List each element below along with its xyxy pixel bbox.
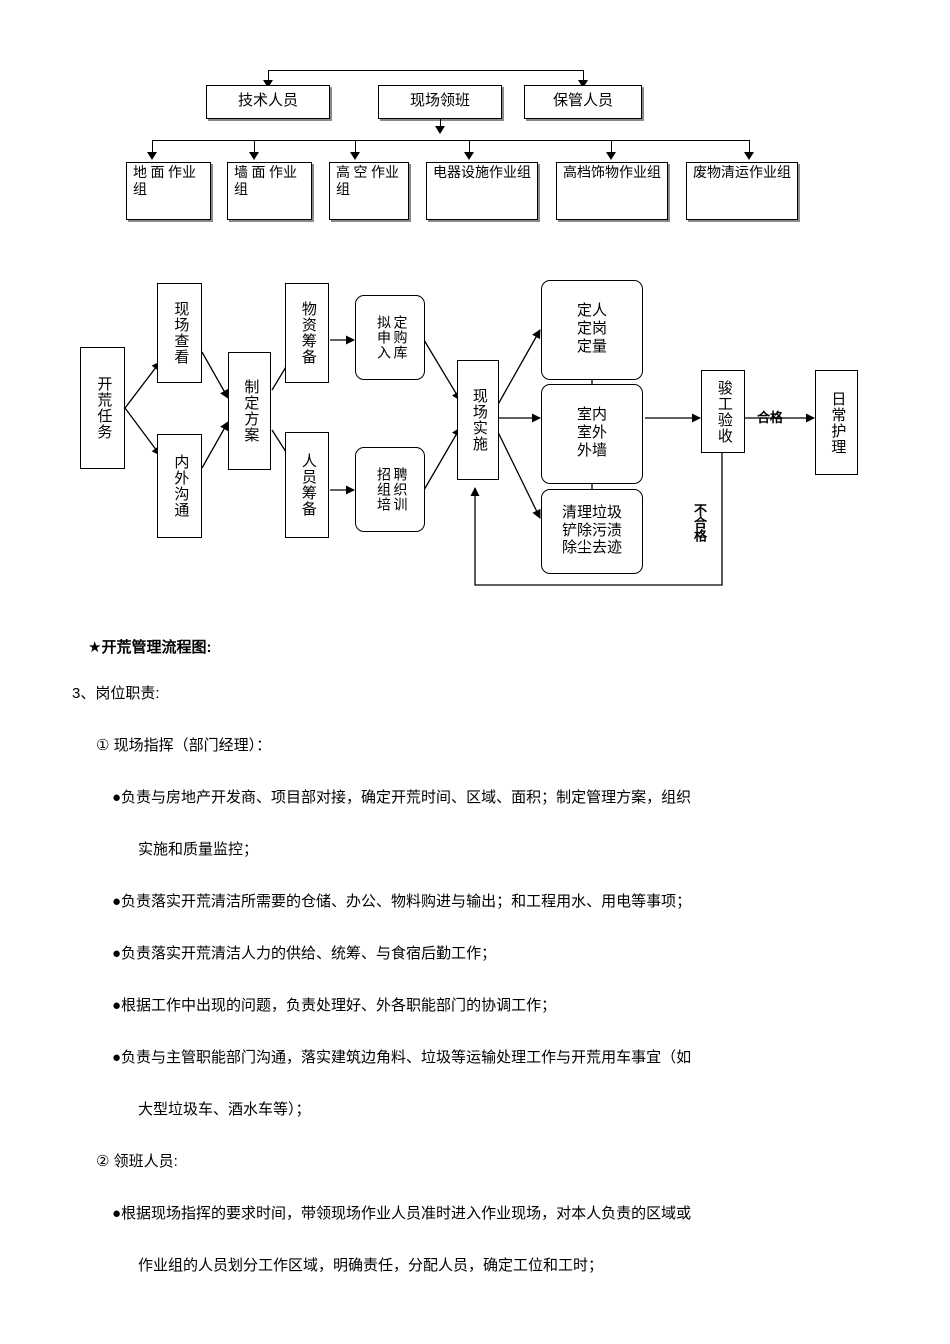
org-box-storekeeper: 保管人员 bbox=[524, 85, 642, 119]
org-second-bus-line bbox=[152, 140, 749, 141]
org-box-label: 技术人员 bbox=[237, 93, 298, 110]
flow-node-label-col-2: 招组培 bbox=[375, 467, 390, 512]
org-box-label: 墙 面 作业组 bbox=[234, 166, 297, 198]
org-box-technical-staff: 技术人员 bbox=[206, 85, 330, 119]
org-box-label: 高 空 作业组 bbox=[336, 166, 399, 198]
org-box-label: 保管人员 bbox=[552, 93, 613, 110]
document-body: ★开荒管理流程图: 3、岗位职责: ① 现场指挥（部门经理）： ●负责与房地产开… bbox=[0, 628, 950, 1292]
flow-node-site-survey: 现场查看 bbox=[157, 283, 202, 383]
flow-node-label: 现场实施 bbox=[470, 388, 487, 452]
item1-title: ① 现场指挥（部门经理）： bbox=[96, 737, 272, 754]
flow-node-line-3: 外墙 bbox=[576, 442, 607, 459]
flow-node-label: 骏工验收 bbox=[715, 379, 732, 444]
flowchart-connectors bbox=[124, 329, 815, 586]
flow-node-daily-maintenance: 日常护理 bbox=[815, 370, 858, 475]
flow-node-label-col-1: 聘织训 bbox=[391, 467, 407, 512]
org-box-electrical-group: 电器设施作业组 bbox=[426, 162, 538, 220]
org-bus-drop-right bbox=[583, 70, 584, 82]
item1-bullet-5: ●负责与主管职能部门沟通，落实建筑边角料、垃圾等运输处理工作与开荒用车事宜（如 bbox=[112, 1049, 692, 1066]
flow-node-material-prep: 物资筹备 bbox=[285, 283, 329, 383]
org-drop-5 bbox=[611, 140, 612, 154]
flow-node-label: 人员筹备 bbox=[299, 453, 316, 517]
flow-node-area-scope: 室内 室外 外墙 bbox=[541, 384, 643, 484]
org-bus-drop-left bbox=[268, 70, 269, 82]
item1-bullet-1: ●负责与房地产开发商、项目部对接，确定开荒时间、区域、面积；制定管理方案，组织 bbox=[112, 789, 692, 806]
org-arrow-group-1 bbox=[147, 152, 157, 160]
org-arrow-group-5 bbox=[606, 152, 616, 160]
org-arrow-foreman-down bbox=[435, 126, 445, 134]
flow-node-line-2: 室外 bbox=[576, 425, 607, 442]
item2-title: ② 领班人员: bbox=[96, 1153, 178, 1170]
org-foreman-drop bbox=[440, 119, 441, 129]
flow-node-purchase: 拟申入 定购库 bbox=[355, 295, 425, 380]
flow-node-acceptance: 骏工验收 bbox=[701, 370, 745, 453]
org-box-label: 地 面 作业组 bbox=[133, 166, 196, 198]
org-arrow-technical bbox=[263, 80, 273, 88]
flow-node-communication: 内外沟通 bbox=[157, 434, 202, 538]
org-box-site-foreman: 现场领班 bbox=[378, 85, 502, 119]
org-arrow-group-6 bbox=[744, 152, 754, 160]
item1-bullet-2: ●负责落实开荒清洁所需要的仓储、办公、物料购进与输出；和工程用水、用电等事项； bbox=[112, 893, 692, 910]
section-heading: ★开荒管理流程图: bbox=[88, 639, 212, 656]
org-top-bus-line bbox=[268, 70, 583, 71]
org-box-highaltitude-group: 高 空 作业组 bbox=[329, 162, 409, 220]
org-drop-1 bbox=[152, 140, 153, 154]
org-box-wall-group: 墙 面 作业组 bbox=[227, 162, 312, 220]
org-box-label: 现场领班 bbox=[409, 93, 470, 110]
item2-bullet-1: ●根据现场指挥的要求时间，带领现场作业人员准时进入作业现场，对本人负责的区域或 bbox=[112, 1205, 692, 1222]
flow-node-line-1: 清理垃圾 bbox=[561, 504, 622, 521]
org-arrow-group-3 bbox=[350, 152, 360, 160]
flow-node-plan: 制定方案 bbox=[228, 352, 271, 470]
org-box-decor-group: 高档饰物作业组 bbox=[556, 162, 668, 220]
flow-node-line-2: 铲除污渍 bbox=[561, 522, 622, 539]
org-drop-6 bbox=[749, 140, 750, 154]
flow-node-line-1: 室内 bbox=[576, 407, 607, 424]
flow-node-label: 现场查看 bbox=[172, 301, 189, 365]
flow-node-line-3: 除尘去迹 bbox=[561, 540, 622, 557]
flow-node-line-2: 定岗 bbox=[576, 321, 607, 338]
flow-edge-label-pass: 合格 bbox=[757, 410, 784, 425]
section-title: 3、岗位职责: bbox=[72, 685, 160, 702]
org-box-floor-group: 地 面 作业组 bbox=[126, 162, 211, 220]
item1-bullet-5-cont: 大型垃圾车、酒水车等）； bbox=[138, 1101, 311, 1118]
item1-bullet-3: ●负责落实开荒清洁人力的供给、统筹、与食宿后勤工作； bbox=[112, 945, 497, 962]
flow-node-line-3: 定量 bbox=[576, 338, 607, 355]
flow-node-label: 开荒任务 bbox=[95, 376, 112, 440]
org-drop-2 bbox=[254, 140, 255, 154]
flow-node-cleaning-tasks: 清理垃圾 铲除污渍 除尘去迹 bbox=[541, 489, 643, 574]
flow-node-label: 物资筹备 bbox=[299, 301, 316, 365]
item1-bullet-4: ●根据工作中出现的问题，负责处理好、外各职能部门的协调工作； bbox=[112, 997, 557, 1014]
flow-edge-label-fail: 不合格 bbox=[692, 503, 707, 542]
item1-bullet-1-cont: 实施和质量监控； bbox=[138, 841, 259, 858]
org-box-label: 高档饰物作业组 bbox=[563, 166, 661, 181]
item2-bullet-1-cont: 作业组的人员划分工作区域，明确责任，分配人员，确定工位和工时； bbox=[138, 1257, 604, 1274]
org-arrow-group-2 bbox=[249, 152, 259, 160]
flow-node-recruit-training: 招组培 聘织训 bbox=[355, 447, 425, 532]
flow-node-line-1: 定人 bbox=[576, 303, 607, 320]
flow-node-start: 开荒任务 bbox=[80, 347, 125, 469]
flow-node-label-col-2: 拟申入 bbox=[375, 315, 390, 360]
org-drop-4 bbox=[469, 140, 470, 154]
flow-node-staff-prep: 人员筹备 bbox=[285, 432, 329, 538]
org-drop-3 bbox=[355, 140, 356, 154]
flow-node-label: 内外沟通 bbox=[172, 454, 189, 518]
flow-node-label: 日常护理 bbox=[829, 390, 846, 455]
flow-node-label-col-1: 定购库 bbox=[391, 315, 407, 360]
flow-node-label: 制定方案 bbox=[242, 379, 259, 443]
org-box-label: 废物清运作业组 bbox=[693, 166, 791, 181]
org-arrow-group-4 bbox=[464, 152, 474, 160]
flow-node-staffing-quota: 定人 定岗 定量 bbox=[541, 280, 643, 380]
org-box-label: 电器设施作业组 bbox=[433, 166, 531, 181]
org-arrow-storekeeper bbox=[578, 80, 588, 88]
flow-node-onsite-execution: 现场实施 bbox=[457, 360, 499, 480]
org-box-waste-group: 废物清运作业组 bbox=[686, 162, 798, 220]
